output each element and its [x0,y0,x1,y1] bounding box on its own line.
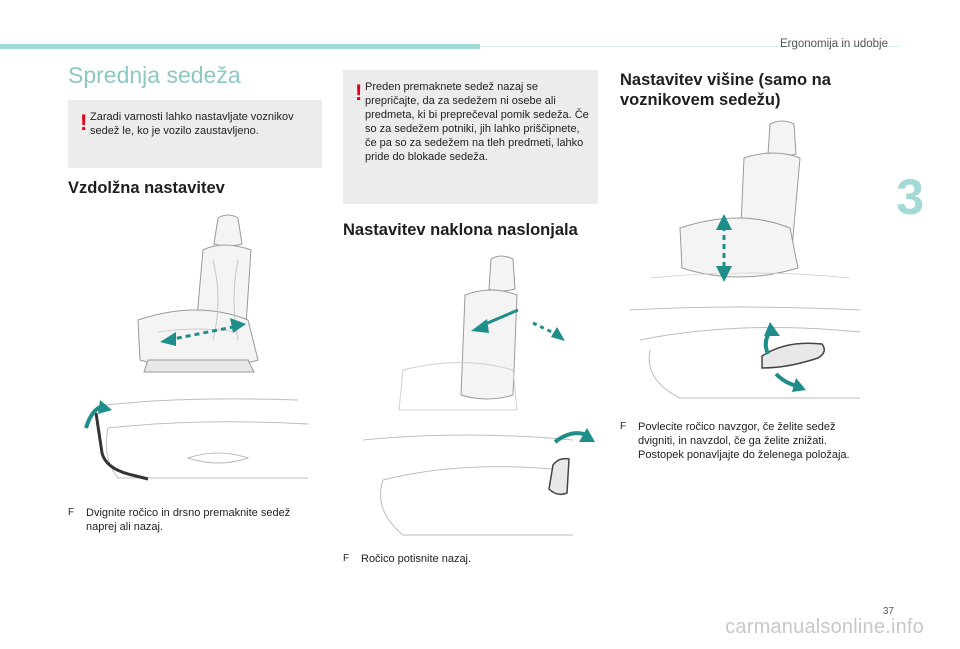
heading-height-adjustment: Nastavitev višine (samo na voznikovem se… [620,70,831,110]
warning-box-behind-seat: ! Preden premaknete sedež nazaj se prepr… [343,70,598,204]
bullet-marker: F [620,421,627,432]
bullet-backrest: F Ročico potisnite nazaj. [343,552,598,566]
warning-icon: ! [355,80,363,105]
figure-backrest-lever [343,420,598,545]
heading-line-1: Nastavitev višine (samo na [620,71,831,89]
warning-box-driver-seat: ! Zaradi varnosti lahko nastavljate vozn… [68,100,322,168]
bullet-marker: F [343,553,350,564]
figure-lever-longitudinal [68,388,322,488]
section-header: Ergonomija in udobje [779,38,888,50]
bullet-height: F Povlecite ročico navzgor, če želite se… [620,420,874,462]
heading-line-2: voznikovem sedežu) [620,91,781,109]
warning-icon: ! [80,110,88,135]
figure-height-lever [620,300,870,405]
bullet-marker: F [68,507,75,518]
header-accent-bar [0,44,480,49]
bullet-text: Dvignite ročico in drsno premaknite sede… [86,507,291,533]
page-number: 37 [882,606,894,617]
heading-backrest-adjustment: Nastavitev naklona naslonjala [343,221,578,239]
bullet-text: Ročico potisnite nazaj. [361,553,472,565]
bullet-longitudinal: F Dvignite ročico in drsno premaknite se… [68,506,322,534]
warning-text: Zaradi varnosti lahko nastavljate voznik… [90,111,294,137]
chapter-number: 3 [896,169,924,225]
bullet-text: Povlecite ročico navzgor, če želite sede… [638,421,850,461]
watermark: carmanualsonline.info [725,616,924,638]
warning-text: Preden premaknete sedež nazaj se preprič… [365,81,589,163]
figure-seat-height [620,118,870,298]
figure-backrest-tilt [343,255,598,415]
figure-seat-longitudinal [68,210,322,385]
heading-longitudinal-adjustment: Vzdolžna nastavitev [68,179,225,197]
header-rule [480,46,900,47]
page-title: Sprednja sedeža [68,62,241,88]
